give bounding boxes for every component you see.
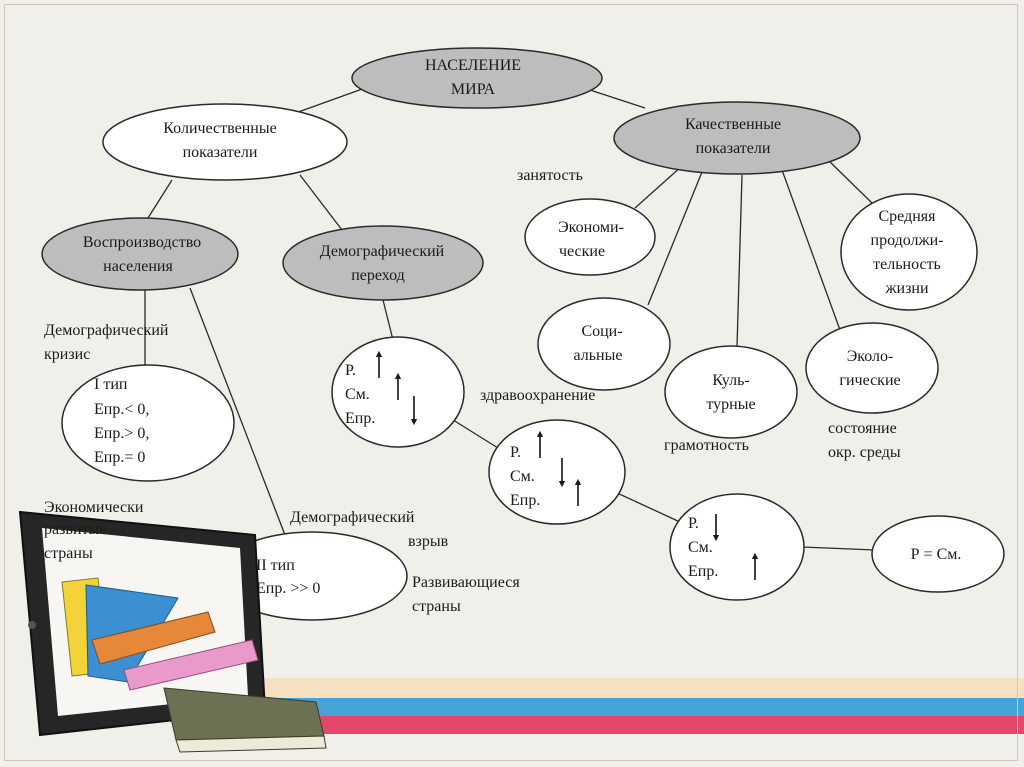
svg-text:Р.: Р. [345, 362, 356, 379]
svg-text:МИРА: МИРА [451, 81, 496, 98]
svg-text:Количественные: Количественные [163, 120, 276, 137]
line-qual-econ [635, 166, 682, 208]
svg-text:Экономи-: Экономи- [558, 219, 624, 236]
svg-text:Р.: Р. [688, 515, 699, 532]
node-stage-1: Р. См. Епр. [332, 337, 464, 447]
blue-band [250, 698, 1024, 716]
label-environment-line1: состояние [828, 420, 897, 437]
svg-text:альные: альные [574, 347, 623, 364]
node-economic: Экономи- ческие [525, 199, 655, 275]
label-developing-line1: Развивающиеся [412, 574, 520, 591]
svg-text:I тип: I тип [94, 376, 128, 393]
beige-band [260, 678, 1024, 698]
svg-text:жизни: жизни [884, 280, 929, 297]
svg-text:Качественные: Качественные [685, 116, 781, 133]
node-qualitative: Качественные показатели [614, 102, 860, 174]
svg-text:гические: гические [839, 372, 900, 389]
svg-text:Р = См.: Р = См. [911, 546, 962, 563]
svg-text:Воспроизводство: Воспроизводство [83, 234, 201, 251]
svg-text:турные: турные [706, 396, 755, 413]
svg-text:Р.: Р. [510, 444, 521, 461]
label-healthcare: здравоохранение [480, 387, 595, 404]
line-demtrans-stage1 [383, 300, 393, 340]
line-stage3-final [802, 547, 875, 550]
svg-text:См.: См. [688, 539, 713, 556]
node-type-1: I тип Епр.< 0, Епр.> 0, Епр.= 0 [62, 365, 234, 481]
label-boom-line2: взрыв [408, 533, 449, 550]
svg-text:ческие: ческие [559, 243, 605, 260]
svg-text:См.: См. [510, 468, 535, 485]
svg-text:Епр.< 0,: Епр.< 0, [94, 401, 149, 418]
node-final: Р = См. [872, 516, 1004, 592]
svg-text:Епр.: Епр. [688, 563, 718, 580]
node-stage-3: Р. См. Епр. [670, 494, 804, 600]
label-employment: занятость [517, 167, 583, 184]
line-root-qual [590, 90, 645, 108]
label-environment-line2: окр. среды [828, 444, 901, 461]
red-band [250, 716, 1024, 734]
svg-text:См.: См. [345, 386, 370, 403]
svg-text:Епр.: Епр. [510, 492, 540, 509]
node-social: Соци- альные [538, 298, 670, 390]
node-reproduction: Воспроизводство населения [42, 218, 238, 290]
svg-text:Эколо-: Эколо- [847, 348, 894, 365]
label-boom-line1: Демографический [290, 509, 415, 526]
svg-text:показатели: показатели [696, 140, 771, 157]
label-developed-line3: страны [44, 545, 93, 562]
svg-text:Епр.: Епр. [345, 410, 375, 427]
svg-text:Средняя: Средняя [879, 208, 937, 225]
svg-text:Епр.= 0: Епр.= 0 [94, 449, 145, 466]
line-quant-demtrans [300, 175, 342, 230]
label-developing-line2: страны [412, 598, 461, 615]
label-literacy: грамотность [664, 437, 749, 454]
node-root: НАСЕЛЕНИЕ МИРА [352, 48, 602, 108]
svg-text:Епр.> 0,: Епр.> 0, [94, 425, 149, 442]
svg-text:Демографический: Демографический [320, 243, 445, 260]
line-quant-reprod [148, 180, 172, 218]
label-developed-line2: развитые [44, 521, 106, 538]
decorative-bands [250, 678, 1024, 734]
label-crisis-line2: кризис [44, 346, 90, 363]
svg-text:показатели: показатели [183, 144, 258, 161]
line-qual-eco [782, 170, 840, 330]
label-developed-line1: Экономически [44, 499, 144, 516]
svg-text:продолжи-: продолжи- [871, 232, 944, 249]
svg-text:Куль-: Куль- [712, 372, 749, 389]
line-stage2-stage3 [615, 492, 680, 522]
line-root-quant [290, 88, 365, 115]
svg-text:Соци-: Соци- [581, 323, 622, 340]
svg-text:переход: переход [351, 267, 405, 284]
node-ecological: Эколо- гические [806, 323, 938, 413]
node-demographic-transition: Демографический переход [283, 226, 483, 300]
svg-text:тельность: тельность [873, 256, 941, 273]
node-quantitative: Количественные показатели [103, 104, 347, 180]
node-life-expectancy: Средняя продолжи- тельность жизни [841, 194, 977, 310]
line-qual-social [648, 172, 702, 305]
node-cultural: Куль- турные [665, 346, 797, 438]
svg-text:НАСЕЛЕНИЕ: НАСЕЛЕНИЕ [425, 57, 521, 74]
line-qual-cult [737, 175, 742, 347]
svg-text:Епр. >> 0: Епр. >> 0 [256, 580, 320, 597]
line-stage1-stage2 [450, 418, 498, 448]
line-qual-life [828, 160, 872, 203]
svg-text:населения: населения [103, 258, 173, 275]
label-crisis-line1: Демографический [44, 322, 169, 339]
svg-text:II тип: II тип [256, 557, 295, 574]
node-stage-2: Р. См. Епр. [489, 420, 625, 524]
